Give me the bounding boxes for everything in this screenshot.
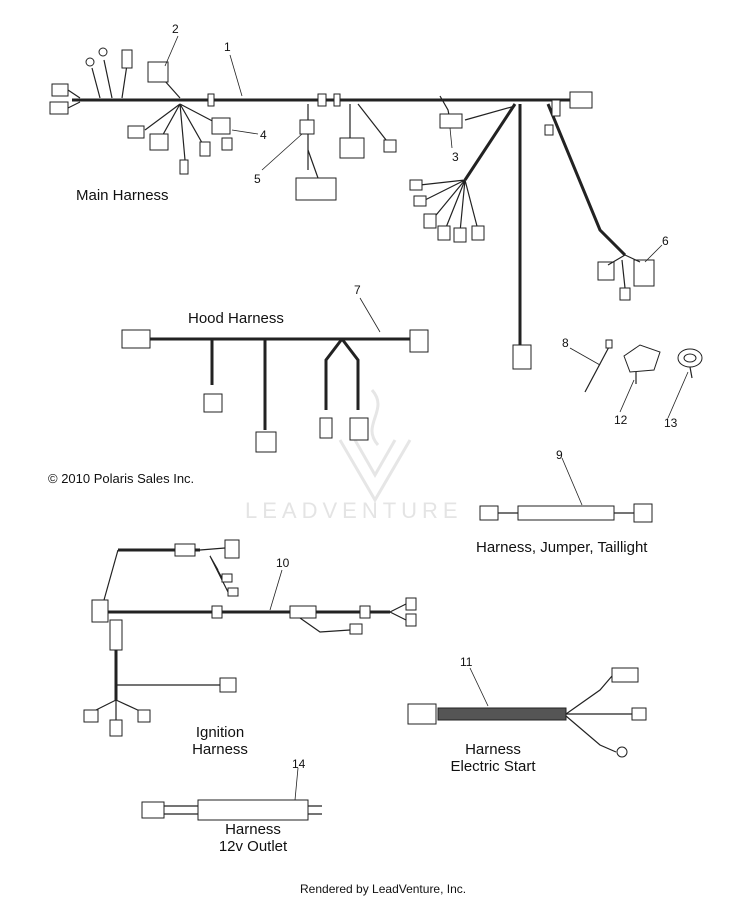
- callout-leaders: [164, 35, 689, 801]
- electric-start-harness: [407, 667, 647, 758]
- watermark-text: LEADVENTURE: [245, 498, 463, 523]
- loose-parts: [584, 339, 703, 393]
- electric-start-label-line1: Harness: [465, 741, 521, 758]
- callout-1: 1: [224, 40, 231, 54]
- callout-5: 5: [254, 172, 261, 186]
- ignition-harness-label: Ignition Harness: [180, 724, 260, 758]
- callout-10: 10: [276, 556, 290, 570]
- watermark-logo: [338, 388, 412, 503]
- electric-start-label: Harness Electric Start: [438, 741, 548, 775]
- callout-3: 3: [452, 150, 459, 164]
- callout-2: 2: [172, 22, 179, 36]
- taillight-jumper-harness: [479, 503, 653, 523]
- electric-start-label-line2: Electric Start: [450, 758, 536, 775]
- callout-13: 13: [664, 416, 678, 430]
- callout-9: 9: [556, 448, 563, 462]
- hood-harness: [121, 329, 429, 453]
- taillight-jumper-label: Harness, Jumper, Taillight: [476, 539, 648, 556]
- ignition-harness: [83, 539, 417, 737]
- ignition-label-line2: Harness: [192, 741, 248, 758]
- outlet-label-line2: 12v Outlet: [218, 838, 288, 855]
- footer-text: Rendered by LeadVenture, Inc.: [300, 882, 467, 896]
- hood-harness-label: Hood Harness: [188, 310, 284, 327]
- main-harness: [49, 47, 655, 370]
- callout-6: 6: [662, 234, 669, 248]
- ignition-label-line1: Ignition: [195, 724, 245, 741]
- callout-8: 8: [562, 336, 569, 350]
- outlet-harness: [141, 799, 322, 821]
- callout-4: 4: [260, 128, 267, 142]
- callout-7: 7: [354, 283, 361, 297]
- outlet-harness-label: Harness 12v Outlet: [208, 821, 298, 855]
- callout-12: 12: [614, 413, 628, 427]
- outlet-label-line1: Harness: [225, 821, 281, 838]
- copyright-text: © 2010 Polaris Sales Inc.: [48, 471, 195, 486]
- main-harness-label: Main Harness: [76, 187, 169, 204]
- callout-11: 11: [460, 655, 473, 669]
- callout-14: 14: [292, 757, 306, 771]
